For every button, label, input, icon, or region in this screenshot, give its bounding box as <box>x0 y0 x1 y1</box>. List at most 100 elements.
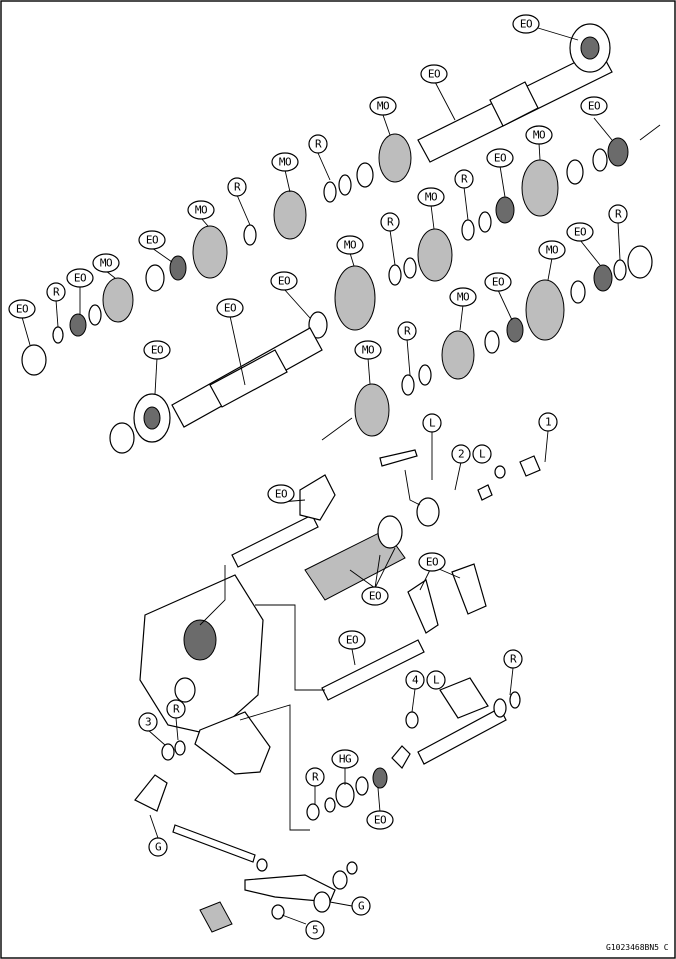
leader-eo-collar <box>283 288 311 319</box>
gear-mo-right <box>521 159 559 217</box>
washer-seal <box>355 776 369 796</box>
callout-4: 4 <box>405 670 425 690</box>
callout-g-left: G <box>148 837 168 857</box>
upper-right-cluster <box>308 137 653 437</box>
leader-eo-drive <box>229 315 246 386</box>
output-shaft-spline <box>489 81 539 127</box>
callout-r-lower2: R <box>305 767 325 787</box>
ratchet-plate <box>519 455 541 477</box>
leader-eo-needle-top <box>151 247 173 263</box>
callout-eo-seal: EO <box>366 810 394 830</box>
leader-r-top2 <box>236 194 251 226</box>
callout-label: R <box>510 653 517 666</box>
callout-label: R <box>234 181 241 194</box>
callout-3: 3 <box>138 712 158 732</box>
callout-eo-collar: EO <box>270 271 298 291</box>
circlip-shaft <box>509 691 521 709</box>
callout-mo-left: MO <box>92 253 120 273</box>
leader-4l <box>411 688 416 713</box>
callout-label: L <box>433 674 440 687</box>
tie-rod <box>172 824 256 863</box>
collar-right <box>627 245 653 279</box>
washer-top <box>338 174 352 196</box>
shift-shaft <box>417 707 507 765</box>
callout-5: 5 <box>305 920 325 940</box>
circlip-mid <box>461 219 475 241</box>
leader-5 <box>281 914 307 925</box>
callout-label: EO <box>346 634 358 647</box>
callout-label: MO <box>546 244 558 257</box>
callout-r-lower: R <box>397 321 417 341</box>
output-shaft-group <box>21 23 613 376</box>
callout-eo-fork: EO <box>267 484 295 504</box>
leader-eo-bearing <box>537 27 579 41</box>
return-spring-lower <box>391 745 411 769</box>
drive-shaft-group <box>109 327 323 454</box>
crankcase-bore <box>183 619 217 661</box>
washer-shaft <box>493 698 507 718</box>
callout-label: L <box>479 448 486 461</box>
leader-mo-top <box>382 114 391 136</box>
leader-r-bracket <box>175 717 179 741</box>
leader-mo-big <box>349 252 355 267</box>
callout-label: 1 <box>545 416 551 429</box>
figure-code: G1023468BN5 C <box>606 943 669 952</box>
callout-r-mid2: R <box>380 212 400 232</box>
circlip-top <box>323 181 337 203</box>
circlip-left <box>52 326 64 344</box>
callout-eo-mid: EO <box>486 148 514 168</box>
gear-mo-mid <box>417 228 453 282</box>
callout-label: R <box>404 325 411 338</box>
leader-mo-lower <box>459 304 464 331</box>
leader-mo-right <box>538 142 541 161</box>
callout-label: L <box>429 417 436 430</box>
leader-eo-collar-left <box>21 316 31 346</box>
leader-eo-drum-a <box>349 569 376 589</box>
leader-lines <box>199 124 661 831</box>
gear-mo-left <box>102 277 134 323</box>
circlip-top2 <box>243 224 257 246</box>
callout-label: EO <box>520 18 532 31</box>
leader-r-mid2 <box>389 229 396 266</box>
gear-mo-top2 <box>273 190 307 240</box>
callout-r-shaft: R <box>503 649 523 669</box>
callout-1: 1 <box>538 412 558 432</box>
leader-eo-shaft <box>433 79 456 121</box>
callout-eo-collar-left: EO <box>8 299 36 319</box>
callout-label: EO <box>146 234 158 247</box>
linkage-arm <box>134 774 168 812</box>
pedal-collar <box>332 870 348 890</box>
callout-label: EO <box>369 590 381 603</box>
callout-eo-right3: EO <box>484 272 512 292</box>
leader-1 <box>544 430 549 463</box>
gear-mo-right2 <box>525 279 565 341</box>
leader-stopper <box>404 469 421 506</box>
collar-left <box>21 344 47 376</box>
callout-r-top2: R <box>227 177 247 197</box>
shift-rod-upper <box>231 514 319 568</box>
callout-label: HG <box>339 753 351 766</box>
washer-right <box>592 148 608 172</box>
gear-mo-big <box>334 265 376 331</box>
washer-right2 <box>570 280 586 304</box>
callout-label: EO <box>224 302 236 315</box>
callout-label: 5 <box>312 924 318 937</box>
drive-collar <box>109 422 135 454</box>
callout-eo-drum: EO <box>361 586 389 606</box>
leader-top-right <box>639 124 661 141</box>
pedal-pivot <box>313 891 331 913</box>
callout-label: EO <box>428 68 440 81</box>
oil-seal-hg <box>335 782 355 808</box>
gear-mo-lower <box>441 330 475 380</box>
shift-shaft-group <box>306 677 521 821</box>
shift-linkage <box>134 774 358 933</box>
callout-label: R <box>315 138 322 151</box>
washer-mid <box>478 211 492 233</box>
callout-label: MO <box>362 344 374 357</box>
callout-r-bracket: R <box>166 699 186 719</box>
leader-g-left <box>149 814 159 839</box>
callout-label: 3 <box>145 716 151 729</box>
bracket <box>194 711 271 775</box>
thrust-washer-top <box>145 264 165 292</box>
callout-label: MO <box>533 129 545 142</box>
